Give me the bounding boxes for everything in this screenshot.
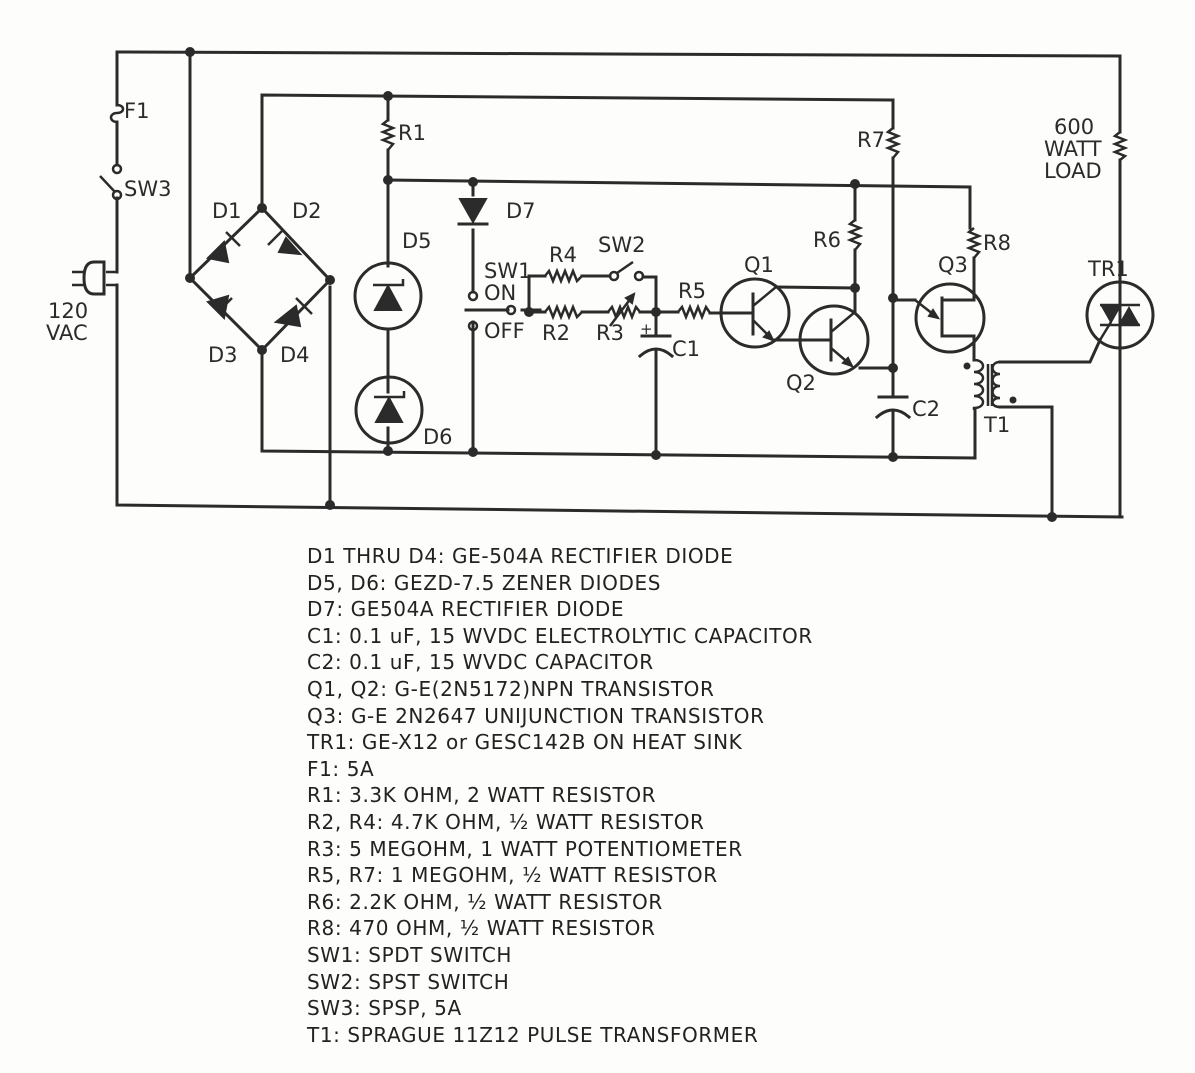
label-sw3: SW3 <box>124 177 171 201</box>
capacitor-c1-symbol <box>637 334 675 359</box>
label-c1-polarity: + <box>640 320 653 338</box>
parts-list-item: D7: GE504A RECTIFIER DIODE <box>307 597 625 622</box>
label-r6: R6 <box>813 228 841 252</box>
parts-list-item: R5, R7: 1 MEGOHM, ½ WATT RESISTOR <box>307 863 718 888</box>
label-d6: D6 <box>423 425 453 449</box>
label-sw1-on: ON <box>484 281 516 305</box>
label-d1: D1 <box>212 199 242 223</box>
label-r2: R2 <box>542 321 570 345</box>
label-d7: D7 <box>506 199 536 223</box>
label-d2: D2 <box>292 199 322 223</box>
label-sw1: SW1 <box>484 259 531 283</box>
parts-list: D1 THRU D4: GE-504A RECTIFIER DIODE D5, … <box>307 543 813 1048</box>
label-vac-value: 120 <box>48 299 88 323</box>
label-load-unit: WATT <box>1044 137 1102 161</box>
zener-diode-d5 <box>353 261 423 331</box>
parts-list-item: C1: 0.1 uF, 15 WVDC ELECTROLYTIC CAPACIT… <box>307 623 813 648</box>
wires <box>115 50 1124 519</box>
component-labels: F1 SW3 120 VAC D1 D2 D3 D4 D5 D6 D7 R1 R… <box>46 99 1129 449</box>
capacitor-c2-symbol <box>874 395 912 420</box>
resistor-r5-symbol <box>677 303 712 321</box>
label-sw2: SW2 <box>598 233 645 257</box>
switch-sw1-symbol <box>467 290 517 332</box>
parts-list-item: F1: 5A <box>307 756 375 781</box>
bridge-rectifier <box>187 205 333 353</box>
label-r7: R7 <box>857 128 885 152</box>
label-load-text: LOAD <box>1044 159 1102 183</box>
ac-plug-icon <box>72 260 117 296</box>
parts-list-item: SW3: SPSP, 5A <box>307 996 462 1021</box>
parts-list-item: R1: 3.3K OHM, 2 WATT RESISTOR <box>307 783 657 808</box>
label-d3: D3 <box>208 343 238 367</box>
ujt-q3-symbol <box>914 282 986 354</box>
load-resistor-symbol <box>1111 131 1129 161</box>
label-r5: R5 <box>678 279 706 303</box>
resistor-r1-symbol <box>379 119 397 151</box>
parts-list-item: Q3: G-E 2N2647 UNIJUNCTION TRANSISTOR <box>307 703 765 728</box>
parts-list-item: TR1: GE-X12 or GESC142B ON HEAT SINK <box>307 730 743 755</box>
label-sw1-off: OFF <box>484 319 525 343</box>
label-tr1: TR1 <box>1087 257 1129 281</box>
triac-tr1-symbol <box>1085 280 1155 350</box>
transistor-q2-symbol <box>798 304 870 376</box>
parts-list-item: R3: 5 MEGOHM, 1 WATT POTENTIOMETER <box>307 836 743 861</box>
label-t1: T1 <box>983 413 1010 437</box>
parts-list-item: SW2: SPST SWITCH <box>307 969 510 994</box>
label-q2: Q2 <box>786 371 816 395</box>
resistor-r2-symbol <box>544 303 583 321</box>
label-d4: D4 <box>280 343 310 367</box>
switch-sw3-symbol <box>99 163 123 201</box>
label-r1: R1 <box>398 121 426 145</box>
label-vac-unit: VAC <box>46 321 88 345</box>
transistor-q1-symbol <box>719 277 791 349</box>
circuit-schematic: F1 SW3 120 VAC D1 D2 D3 D4 D5 D6 D7 R1 R… <box>46 47 1155 522</box>
label-q3: Q3 <box>938 253 968 277</box>
label-d5: D5 <box>402 229 432 253</box>
label-r4: R4 <box>549 243 577 267</box>
parts-list-item: R8: 470 OHM, ½ WATT RESISTOR <box>307 916 656 941</box>
parts-list-item: R6: 2.2K OHM, ½ WATT RESISTOR <box>307 889 663 914</box>
label-r8: R8 <box>983 231 1011 255</box>
potentiometer-r3-symbol <box>607 292 641 327</box>
resistor-r4-symbol <box>544 267 583 285</box>
fuse-f1-symbol <box>109 103 125 124</box>
label-c2: C2 <box>912 397 940 421</box>
parts-list-item: C2: 0.1 uF, 15 WVDC CAPACITOR <box>307 650 654 675</box>
parts-list-item: SW1: SPDT SWITCH <box>307 942 513 967</box>
resistor-r8-symbol <box>965 227 983 259</box>
resistor-r6-symbol <box>846 219 864 251</box>
label-f1: F1 <box>124 99 149 123</box>
zener-diode-d6 <box>354 375 424 445</box>
pulse-transformer-t1-symbol <box>963 358 1017 410</box>
label-q1: Q1 <box>744 253 774 277</box>
parts-list-item: D5, D6: GEZD-7.5 ZENER DIODES <box>307 570 662 595</box>
switch-sw2-symbol <box>608 260 645 282</box>
parts-list-item: D1 THRU D4: GE-504A RECTIFIER DIODE <box>307 544 734 568</box>
parts-list-item: R2, R4: 4.7K OHM, ½ WATT RESISTOR <box>307 809 705 834</box>
parts-list-item: T1: SPRAGUE 11Z12 PULSE TRANSFORMER <box>307 1022 759 1047</box>
diode-d7-symbol <box>457 198 489 226</box>
label-c1: C1 <box>672 337 700 361</box>
resistor-r7-symbol <box>884 127 902 159</box>
label-load-watts: 600 <box>1054 115 1094 139</box>
parts-list-item: Q1, Q2: G-E(2N5172)NPN TRANSISTOR <box>307 676 715 701</box>
label-r3: R3 <box>596 321 624 345</box>
